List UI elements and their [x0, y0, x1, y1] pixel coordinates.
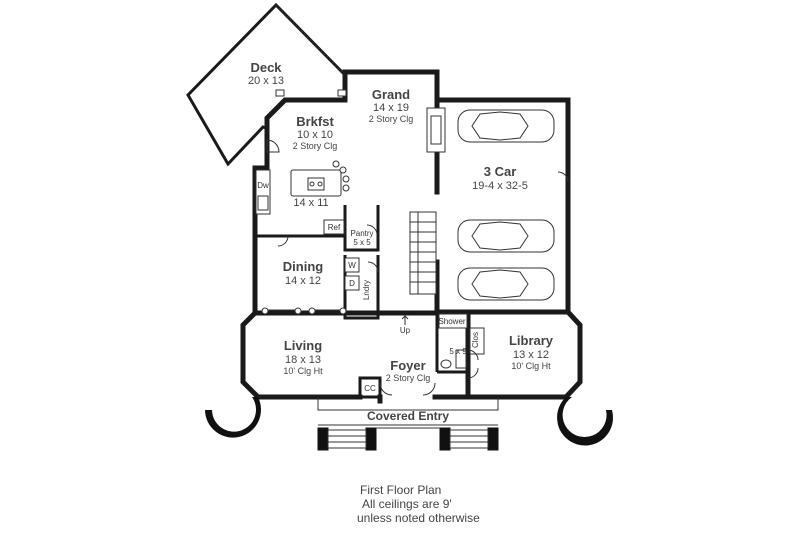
plan-note-ceilings: All ceilings are 9' — [362, 497, 452, 511]
room-label-deck: Deck 20 x 13 — [248, 60, 284, 87]
living-dims: 18 x 13 — [285, 354, 321, 366]
garage-name: 3 Car — [484, 164, 517, 179]
room-label-living: Living 18 x 13 10' Clg Ht — [283, 338, 323, 376]
library-dims: 13 x 12 — [513, 349, 549, 361]
stair-up-label: Up — [400, 326, 411, 335]
pantry-name: Pantry — [350, 229, 373, 238]
garage-dims: 19-4 x 32-5 — [472, 180, 528, 192]
refrigerator-label: Ref — [328, 223, 341, 232]
kitchen-dims: 14 x 11 — [293, 197, 328, 209]
dishwasher-label: Dw — [257, 181, 269, 190]
dining-dims: 14 x 12 — [285, 275, 321, 287]
deck-dims: 20 x 13 — [248, 75, 284, 87]
room-label-dining: Dining 14 x 12 — [283, 259, 323, 287]
dryer-label: D — [349, 279, 355, 288]
grand-name: Grand — [372, 87, 410, 102]
plan-title: First Floor Plan — [360, 483, 441, 497]
foyer-note: 2 Story Clg — [386, 373, 431, 383]
room-label-brkfst: Brkfst 10 x 10 2 Story Clg — [293, 114, 338, 151]
room-label-grand: Grand 14 x 19 2 Story Clg — [369, 87, 414, 124]
room-label-pantry: Pantry 5 x 5 — [350, 229, 373, 247]
washer-label: W — [348, 261, 356, 270]
bath-fixtures — [438, 313, 485, 369]
coat-closet-label: CC — [364, 384, 376, 393]
entry-name: Covered Entry — [367, 409, 449, 423]
brkfst-dims: 10 x 10 — [297, 129, 333, 141]
brkfst-note: 2 Story Clg — [293, 141, 338, 151]
car-icon — [457, 109, 555, 301]
living-note: 10' Clg Ht — [283, 366, 323, 376]
kitchen-island — [290, 160, 350, 197]
fireplace — [426, 107, 446, 153]
deck-name: Deck — [250, 60, 282, 75]
dining-name: Dining — [283, 259, 323, 274]
bath-dims: 5 x 9 — [449, 347, 467, 356]
deck-outline — [186, 2, 347, 167]
laundry-label: Lndry — [362, 280, 371, 300]
library-note: 10' Clg Ht — [511, 361, 551, 371]
curved-terrace — [205, 397, 614, 446]
brkfst-name: Brkfst — [296, 114, 334, 129]
covered-entry — [317, 397, 499, 451]
room-label-garage: 3 Car 19-4 x 32-5 — [472, 164, 528, 192]
doors — [266, 139, 569, 396]
pantry-dims: 5 x 5 — [353, 238, 371, 247]
living-name: Living — [284, 338, 322, 353]
kitchen-counter — [255, 169, 360, 291]
plan-note-exception: unless noted otherwise — [357, 511, 480, 525]
room-label-foyer: Foyer 2 Story Clg — [386, 358, 431, 383]
closet-label: Clos — [471, 332, 480, 348]
room-label-library: Library 13 x 12 10' Clg Ht — [509, 333, 554, 371]
grand-note: 2 Story Clg — [369, 114, 414, 124]
grand-dims: 14 x 19 — [373, 102, 409, 114]
foyer-name: Foyer — [390, 358, 425, 373]
library-name: Library — [509, 333, 554, 348]
windows — [261, 89, 347, 315]
staircase — [401, 211, 437, 325]
shower-label: Shower — [438, 317, 465, 326]
